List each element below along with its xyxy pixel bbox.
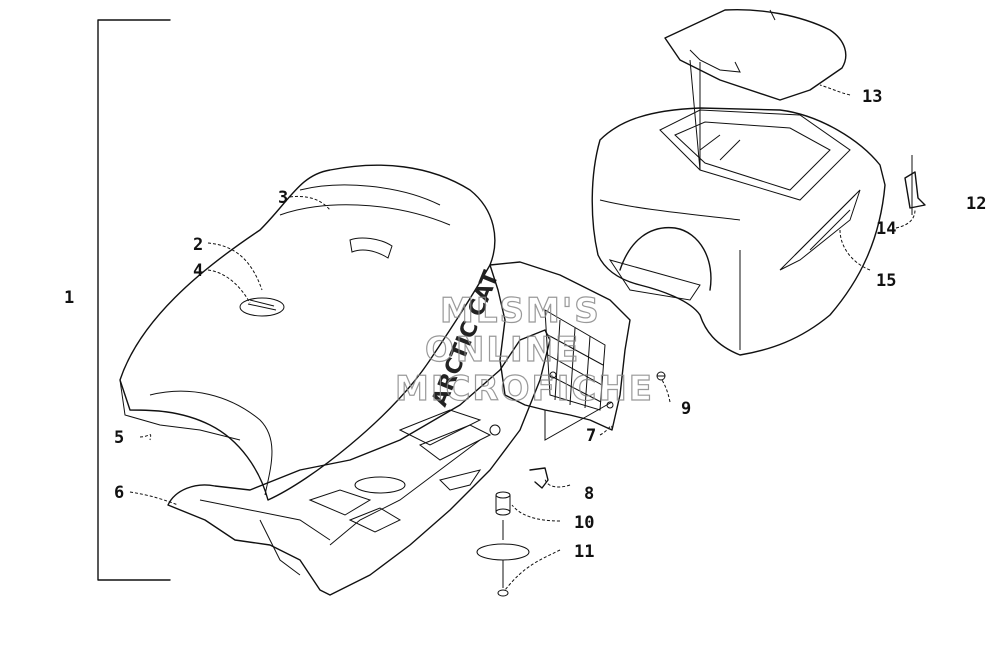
watermark: MLSM'S ONLINE MICROFICHE — [394, 290, 654, 409]
callout-14: 14 — [876, 219, 896, 239]
callout-9: 9 — [681, 399, 691, 419]
clip-part — [529, 467, 549, 489]
seat-base-part — [167, 329, 551, 596]
callout-6: 6 — [114, 483, 124, 503]
callout-4: 4 — [193, 261, 203, 281]
callout-13: 13 — [862, 87, 882, 107]
spacer-part — [495, 491, 511, 516]
callout-8: 8 — [584, 484, 594, 504]
callout-12: 12 — [966, 194, 986, 214]
watermark-line-2: ONLINE — [425, 330, 580, 370]
watermark-line-3: MICROFICHE — [395, 369, 654, 409]
callout-15: 15 — [876, 271, 896, 291]
lid-part — [664, 8, 847, 171]
callout-3: 3 — [278, 188, 288, 208]
watermark-line-1: MLSM'S — [440, 291, 601, 331]
latch-part — [904, 171, 926, 209]
storage-box-part — [591, 107, 886, 356]
callout-11: 11 — [574, 542, 594, 562]
callout-10: 10 — [574, 513, 594, 533]
callout-2: 2 — [193, 235, 203, 255]
callout-labels: 1 2 3 4 5 6 7 8 9 10 11 12 13 14 15 — [64, 87, 986, 562]
assembly-bracket — [97, 19, 171, 581]
bottom-cover-part — [489, 261, 631, 441]
screw-part — [656, 371, 666, 381]
callout-5: 5 — [114, 428, 124, 448]
callout-7: 7 — [586, 426, 596, 446]
bolt-part — [497, 560, 509, 597]
leader-lines — [129, 84, 916, 591]
washer-part — [476, 520, 530, 561]
callout-1: 1 — [64, 288, 74, 308]
